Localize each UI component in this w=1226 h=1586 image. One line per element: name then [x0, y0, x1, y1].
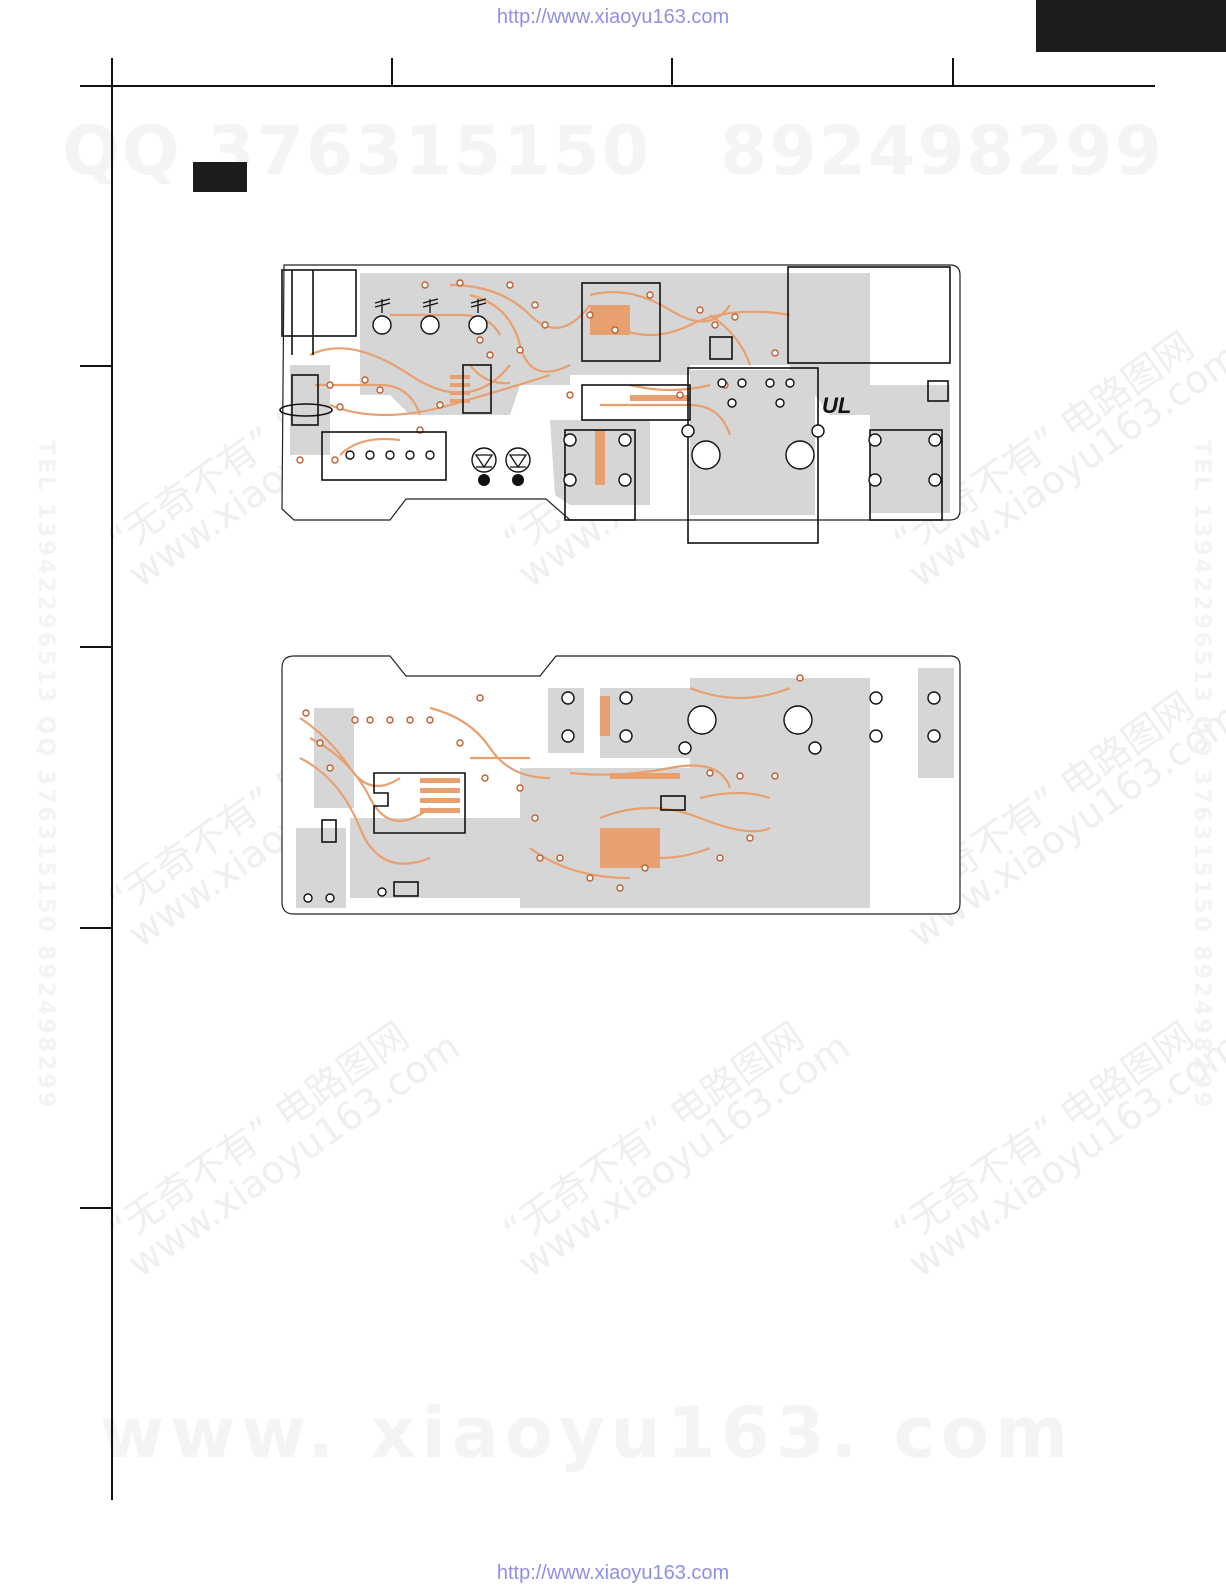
pcb-component-side: UL — [279, 264, 961, 544]
watermark-site: www. xiaoyu163. com — [100, 1392, 1075, 1474]
watermark-qq: QQ 376315150 — [62, 112, 652, 191]
watermark-qq-number: 892498299 — [720, 112, 1164, 191]
svg-text:UL: UL — [822, 393, 851, 418]
top-url[interactable]: http://www.xiaoyu163.com — [496, 6, 730, 28]
bottom-url[interactable]: http://www.xiaoyu163.com — [496, 1562, 730, 1584]
pcb-foil-side — [281, 655, 961, 915]
page-corner-tab — [1036, 0, 1226, 52]
section-label-block — [193, 162, 247, 192]
